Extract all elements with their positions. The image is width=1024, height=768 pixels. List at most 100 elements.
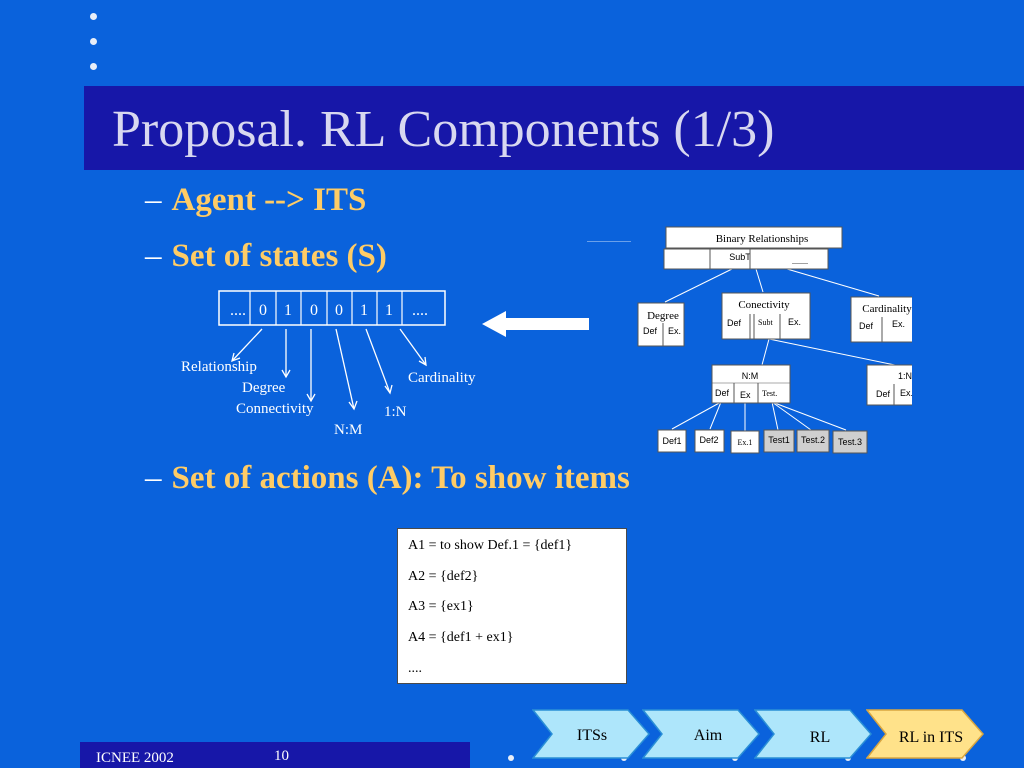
- arrow-nm: [335, 328, 355, 410]
- action-a1: A1 = to show Def.1 = {def1}: [408, 538, 573, 553]
- left-arrow-icon: [482, 311, 589, 337]
- state-cell: 1: [284, 302, 292, 319]
- arrowhead: [281, 369, 291, 379]
- node-1n-def: Def: [876, 389, 891, 399]
- nav-itss-button[interactable]: ITSs: [532, 709, 650, 759]
- node-degree-label: Degree: [647, 310, 679, 322]
- node-binary-relationships-label: Binary Relationships: [716, 233, 809, 245]
- connector: [664, 268, 733, 303]
- leaf-test3-label: Test.3: [838, 437, 862, 447]
- node-blank-left: [663, 248, 711, 270]
- tree-dots-left: ......................: [587, 235, 631, 244]
- connector: [771, 401, 812, 431]
- bullet-agent-text: Agent --> ITS: [171, 182, 367, 218]
- footer-page-number: 10: [274, 748, 289, 764]
- arrowhead: [231, 352, 241, 363]
- state-vector-diagram: .... 0 1 0 0 1 1 ....: [218, 290, 446, 411]
- label-cardinality: Cardinality: [408, 370, 476, 386]
- node-conectivity-def: Def: [727, 318, 742, 328]
- node-conectivity: [721, 292, 811, 340]
- chevron-shape-icon: [642, 709, 760, 759]
- bullet-dash: –: [145, 182, 162, 218]
- node-cardinality-def: Def: [859, 321, 874, 331]
- bullet-states: –Set of states (S): [145, 238, 387, 275]
- arrow-cardinality: [399, 328, 427, 366]
- node-binary-relationships: [665, 226, 843, 249]
- connector: [671, 401, 722, 430]
- bullet-dash: –: [145, 238, 162, 274]
- bullet-states-text: Set of states (S): [171, 238, 387, 274]
- node-degree-def: Def: [643, 326, 658, 336]
- nav-rl-button[interactable]: RL: [754, 709, 872, 759]
- state-cells: .... 0 1 0 0 1 1 ....: [230, 291, 428, 325]
- tree-diagram: ...................... Binary Relationsh…: [587, 226, 912, 454]
- label-1n: 1:N: [384, 404, 407, 420]
- leaf-def2: [694, 429, 725, 453]
- tree-dots-right: ........: [792, 257, 808, 266]
- connector: [771, 401, 847, 431]
- nav-rl-label: RL: [809, 729, 831, 746]
- chevron-shape-active-icon: [866, 709, 984, 759]
- actions-box: A1 = to show Def.1 = {def1} A2 = {def2} …: [397, 528, 627, 684]
- arrowhead: [306, 393, 316, 403]
- bullet-dash: –: [145, 460, 162, 496]
- node-nm: [711, 364, 791, 404]
- node-nm-label: N:M: [742, 371, 759, 381]
- footer-bar: [80, 742, 470, 768]
- state-cell: ....: [412, 302, 428, 319]
- label-degree: Degree: [242, 380, 286, 396]
- nav-aim-label: Aim: [693, 727, 723, 744]
- node-conectivity-label: Conectivity: [738, 299, 790, 311]
- leaf-ex1: [730, 430, 760, 454]
- state-cell: 0: [310, 302, 318, 319]
- bullet-actions-text: Set of actions (A): To show items: [171, 460, 630, 496]
- state-cell: ....: [230, 302, 246, 319]
- decor-dot: [508, 755, 514, 761]
- node-degree-ex: Ex.: [668, 326, 681, 336]
- node-1n-ex: Ex.: [900, 388, 912, 398]
- arrowhead: [384, 384, 393, 395]
- leaf-def1-label: Def1: [662, 436, 681, 446]
- tree-connectors: [664, 268, 896, 431]
- action-a3: A3 = {ex1}: [408, 599, 474, 614]
- node-nm-def: Def: [715, 388, 730, 398]
- action-a2: A2 = {def2}: [408, 569, 479, 584]
- nav-rl-in-its-button[interactable]: RL in ITS: [866, 709, 984, 759]
- connector: [709, 401, 722, 430]
- nav-itss-label: ITSs: [576, 727, 608, 744]
- nav-rl-in-its-label: RL in ITS: [898, 729, 964, 746]
- state-cell: 1: [360, 302, 368, 319]
- state-cell: 0: [335, 302, 343, 319]
- label-relationship: Relationship: [181, 359, 257, 375]
- connector: [755, 268, 764, 293]
- bullet-actions: –Set of actions (A): To show items: [145, 460, 630, 497]
- arrowhead: [348, 400, 358, 411]
- connector: [786, 268, 880, 297]
- node-blank-right: [749, 248, 829, 270]
- state-arrows: [231, 328, 427, 411]
- arrowhead: [418, 356, 427, 367]
- state-cell: 1: [385, 302, 393, 319]
- node-1n: [866, 364, 912, 406]
- node-nm-test: Test.: [762, 389, 777, 398]
- chevron-shape-icon: [532, 709, 650, 759]
- state-vector-box: [218, 290, 446, 326]
- leaf-def1: [657, 429, 687, 453]
- decor-dot: [90, 13, 97, 20]
- nav-aim-button[interactable]: Aim: [642, 709, 760, 759]
- page-title: Proposal. RL Components (1/3): [112, 101, 775, 158]
- action-more: ....: [408, 661, 422, 676]
- node-conectivity-subt: Subt: [758, 318, 773, 327]
- action-a4: A4 = {def1 + ex1}: [408, 630, 514, 645]
- arrow-1n: [365, 328, 391, 394]
- leaf-test2-label: Test.2: [801, 435, 825, 445]
- connector: [768, 338, 896, 366]
- leaf-test3: [832, 430, 868, 454]
- label-connectivity: Connectivity: [236, 401, 314, 417]
- leaf-test2: [796, 429, 830, 453]
- state-cell: 0: [259, 302, 267, 319]
- bullet-agent: –Agent --> ITS: [145, 182, 366, 219]
- connector: [771, 401, 779, 431]
- node-cardinality-ex: Ex.: [892, 319, 905, 329]
- leaf-test1-label: Test1: [768, 435, 790, 445]
